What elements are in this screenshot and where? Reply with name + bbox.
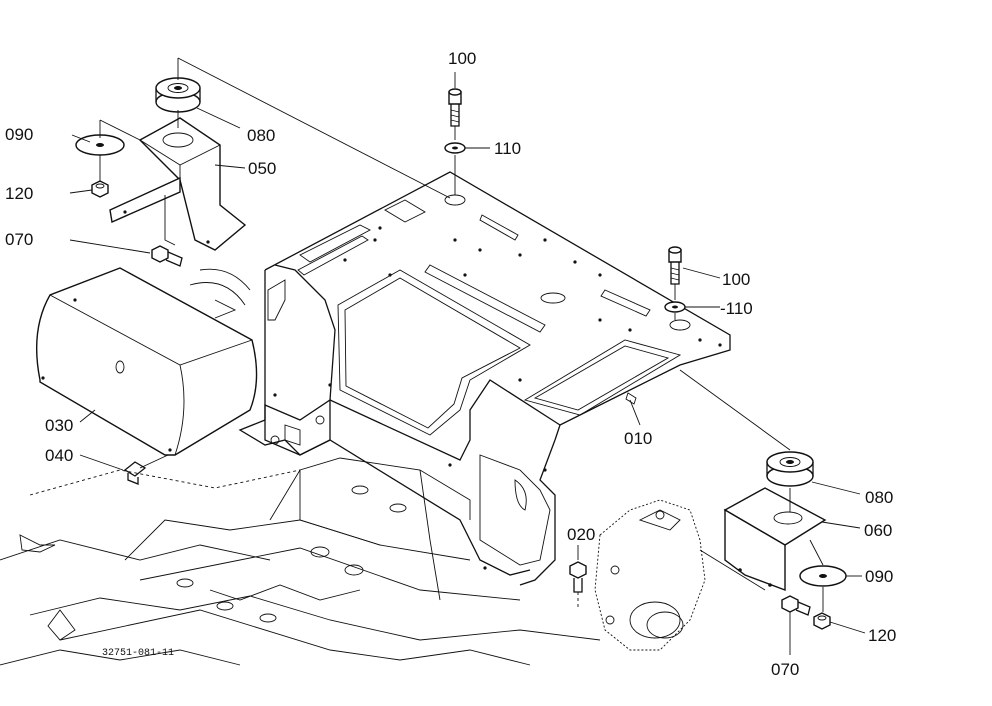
- nut-120-left: [91, 180, 109, 198]
- callout-020: 020: [567, 525, 595, 544]
- bolt-100-right: [668, 246, 682, 285]
- callout-070-right: 070: [771, 660, 799, 679]
- callout-100-right: 100: [722, 270, 750, 289]
- callout-labels: 100 110 080 090 050 120 070 100 -110 030…: [5, 49, 896, 679]
- callout-110-top: 110: [494, 139, 521, 158]
- bracket-060: [723, 487, 827, 592]
- bolt-100-top: [448, 88, 462, 127]
- hinge-bracket: [264, 398, 331, 456]
- bracket-050: [109, 117, 247, 251]
- callout-060: 060: [864, 521, 892, 540]
- callout-040: 040: [45, 446, 73, 465]
- callout-090-right: 090: [865, 567, 893, 586]
- callout-110-right: -110: [720, 299, 753, 318]
- cover-030: [36, 267, 258, 456]
- drawing-number: 32751-081-11: [102, 648, 174, 659]
- bolt-020: [569, 561, 587, 593]
- callout-120-left: 120: [5, 184, 33, 203]
- callout-120-right: 120: [868, 626, 896, 645]
- bolt-070-right: [781, 595, 811, 616]
- leader-lines: [69, 57, 866, 655]
- chassis-frame: [0, 268, 601, 666]
- washer-110-top: [444, 142, 466, 154]
- callout-080-left: 080: [247, 126, 275, 145]
- axle-housing: [594, 499, 706, 651]
- damper-080-right: [766, 451, 814, 487]
- callout-080-right: 080: [865, 488, 893, 507]
- nut-120-right: [813, 612, 831, 630]
- callout-030: 030: [45, 416, 73, 435]
- washer-110-right: [664, 301, 686, 313]
- callout-100-top: 100: [448, 49, 476, 68]
- bolt-040: [123, 454, 169, 485]
- bolt-070-left: [151, 245, 183, 267]
- callout-090-left: 090: [5, 125, 33, 144]
- callout-070-left: 070: [5, 230, 33, 249]
- floor-panel-010: [238, 171, 731, 586]
- callout-010: 010: [624, 429, 652, 448]
- callout-050: 050: [248, 159, 276, 178]
- damper-080-left: [155, 77, 201, 113]
- washer-090-right: [799, 565, 847, 587]
